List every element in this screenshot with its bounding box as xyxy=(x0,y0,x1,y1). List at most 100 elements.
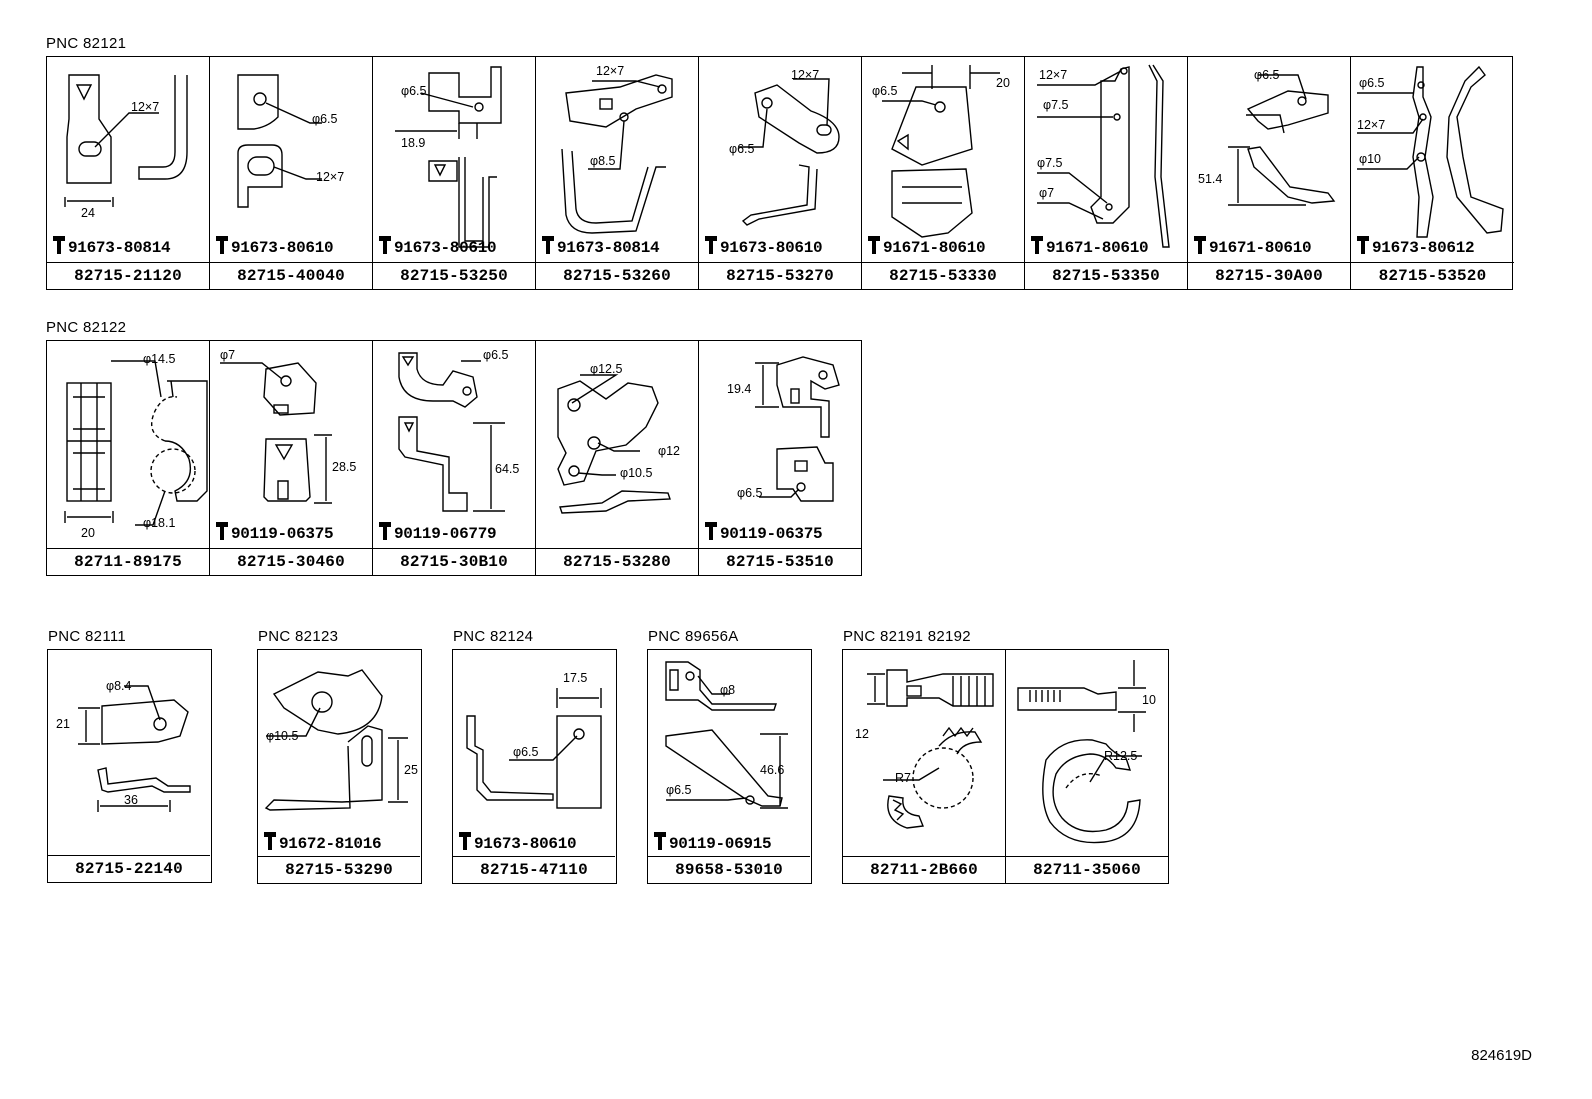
bolt-part-number[interactable]: 91671-80610 xyxy=(1209,238,1312,257)
part-cell[interactable]: 12×7 φ8.5 91673-80814 82715-53260 xyxy=(536,57,699,289)
part-cell[interactable]: 19.4 φ6.5 90119-06375 82715-53510 xyxy=(699,341,861,575)
dimension-label: 20 xyxy=(81,526,95,540)
dimension-label: 12×7 xyxy=(131,100,160,114)
part-cell[interactable]: φ6.5 20 91671-80610 82715-53330 xyxy=(862,57,1025,289)
bolt-row: 91673-80814 xyxy=(540,235,660,260)
dimension-label: φ7 xyxy=(220,348,236,362)
pnc-label-82121: PNC 82121 xyxy=(46,35,127,52)
part-number[interactable]: 82715-30A00 xyxy=(1188,262,1350,289)
dimension-label: φ12.5 xyxy=(590,362,623,376)
part-cell[interactable]: φ6.5 64.5 90119-06779 82715-30B10 xyxy=(373,341,536,575)
part-number[interactable]: 82715-30B10 xyxy=(373,548,535,575)
part-cell[interactable]: 12×7 φ7.5 φ7.5 φ7 91671-80610 82715-5335… xyxy=(1025,57,1188,289)
part-cell[interactable]: φ10.5 25 91672-81016 82715-53290 xyxy=(258,650,420,883)
part-number[interactable]: 82715-53260 xyxy=(536,262,698,289)
bolt-part-number[interactable]: 90119-06375 xyxy=(231,524,334,543)
bolt-part-number[interactable]: 91673-80610 xyxy=(474,834,577,853)
dimension-label: 19.4 xyxy=(727,382,752,396)
bolt-part-number[interactable]: 90119-06375 xyxy=(720,524,823,543)
dimension-label: 21 xyxy=(56,717,70,731)
illustration-code: 824619D xyxy=(1471,1047,1532,1064)
clamp-drawing xyxy=(1017,660,1146,844)
dimension-label: φ6.5 xyxy=(729,142,755,156)
dimension-label: φ10 xyxy=(1359,152,1382,166)
bolt-part-number[interactable]: 91673-80612 xyxy=(1372,238,1475,257)
dimension-label: φ14.5 xyxy=(143,352,176,366)
parts-group-82123: φ10.5 25 91672-81016 82715-53290 xyxy=(257,649,422,884)
part-number[interactable]: 82715-40040 xyxy=(210,262,372,289)
dimension-label: φ6.5 xyxy=(872,84,898,98)
part-number[interactable]: 82715-47110 xyxy=(453,856,615,883)
part-cell[interactable]: φ6.5 51.4 91671-80610 82715-30A00 xyxy=(1188,57,1351,289)
part-number[interactable]: 82711-89175 xyxy=(47,548,209,575)
part-cell[interactable]: 12×7 24 91673-80814 82715-21120 xyxy=(47,57,210,289)
dimension-label: 12×7 xyxy=(596,64,625,78)
part-cell[interactable]: φ8.4 21 36 82715-22140 xyxy=(48,650,210,882)
part-number[interactable]: 89658-53010 xyxy=(648,856,810,883)
bolt-row: 91671-80610 xyxy=(1192,235,1312,260)
dimension-label: 12 xyxy=(855,727,869,741)
bolt-row: 91671-80610 xyxy=(866,235,986,260)
dimension-label: φ7.5 xyxy=(1037,156,1063,170)
part-cell[interactable]: 17.5 φ6.5 91673-80610 82715-47110 xyxy=(453,650,615,883)
part-cell[interactable]: 12×7 φ6.5 91673-80610 82715-53270 xyxy=(699,57,862,289)
bolt-icon xyxy=(540,235,556,260)
part-number[interactable]: 82715-53290 xyxy=(258,856,420,883)
bolt-part-number[interactable]: 91673-80610 xyxy=(720,238,823,257)
part-cell[interactable]: φ8 46.6 φ6.5 90119-06915 89658-53010 xyxy=(648,650,810,883)
part-number[interactable]: 82715-53330 xyxy=(862,262,1024,289)
part-number[interactable]: 82711-2B660 xyxy=(843,856,1005,883)
bolt-part-number[interactable]: 91673-80814 xyxy=(68,238,171,257)
part-number[interactable]: 82715-53520 xyxy=(1351,262,1514,289)
part-cell[interactable]: φ7 28.5 90119-06375 82715-30460 xyxy=(210,341,373,575)
bolt-row: 91671-80610 xyxy=(1029,235,1149,260)
bracket-drawing xyxy=(237,74,322,208)
bolt-icon xyxy=(262,831,278,856)
dimension-label: φ18.1 xyxy=(143,516,176,530)
part-cell[interactable]: 10 R12.5 82711-35060 xyxy=(1006,650,1168,883)
dimension-label: R12.5 xyxy=(1104,749,1138,763)
part-number[interactable]: 82715-53250 xyxy=(373,262,535,289)
part-number[interactable]: 82715-22140 xyxy=(48,855,210,882)
bolt-icon xyxy=(652,831,668,856)
bolt-part-number[interactable]: 91671-80610 xyxy=(883,238,986,257)
bolt-part-number[interactable]: 90119-06779 xyxy=(394,524,497,543)
part-cell[interactable]: φ6.5 18.9 91673-80610 82715-53250 xyxy=(373,57,536,289)
part-cell[interactable]: φ6.5 12×7 φ10 91673-80612 82715-53520 xyxy=(1351,57,1514,289)
bracket-drawing xyxy=(220,362,332,504)
bolt-row: 91673-80610 xyxy=(703,235,823,260)
part-cell[interactable]: φ6.5 12×7 91673-80610 82715-40040 xyxy=(210,57,373,289)
dimension-label: 25 xyxy=(404,763,418,777)
dimension-label: 12×7 xyxy=(1039,68,1068,82)
parts-group-82122: φ14.5 20 φ18.1 82711-89175 φ7 28.5 xyxy=(46,340,862,576)
bolt-icon xyxy=(703,235,719,260)
dimension-label: φ10.5 xyxy=(266,729,299,743)
bracket-drawing xyxy=(557,374,671,514)
dimension-label: φ6.5 xyxy=(1254,68,1280,82)
bolt-part-number[interactable]: 91673-80610 xyxy=(231,238,334,257)
part-cell[interactable]: 12 R7 82711-2B660 xyxy=(843,650,1006,883)
part-number[interactable]: 82715-30460 xyxy=(210,548,372,575)
bracket-drawing xyxy=(1037,64,1170,248)
part-number[interactable]: 82715-53350 xyxy=(1025,262,1187,289)
dimension-label: φ7.5 xyxy=(1043,98,1069,112)
pnc-label-82191-82192: PNC 82191 82192 xyxy=(843,628,971,645)
bolt-icon xyxy=(866,235,882,260)
part-number[interactable]: 82715-53280 xyxy=(536,548,698,575)
part-number[interactable]: 82711-35060 xyxy=(1006,856,1168,883)
bolt-part-number[interactable]: 91673-80814 xyxy=(557,238,660,257)
part-number[interactable]: 82715-53510 xyxy=(699,548,861,575)
part-cell[interactable]: φ12.5 φ12 φ10.5 82715-53280 xyxy=(536,341,699,575)
bolt-part-number[interactable]: 91673-80610 xyxy=(394,238,497,257)
part-number[interactable]: 82715-53270 xyxy=(699,262,861,289)
bolt-part-number[interactable]: 91672-81016 xyxy=(279,834,382,853)
bolt-part-number[interactable]: 91671-80610 xyxy=(1046,238,1149,257)
bolt-icon xyxy=(51,235,67,260)
part-number[interactable]: 82715-21120 xyxy=(47,262,209,289)
bolt-icon xyxy=(377,235,393,260)
bolt-part-number[interactable]: 90119-06915 xyxy=(669,834,772,853)
part-cell[interactable]: φ14.5 20 φ18.1 82711-89175 xyxy=(47,341,210,575)
bolt-row: 91673-80612 xyxy=(1355,235,1475,260)
pnc-label-82122: PNC 82122 xyxy=(46,319,127,336)
dimension-label: φ7 xyxy=(1039,186,1055,200)
